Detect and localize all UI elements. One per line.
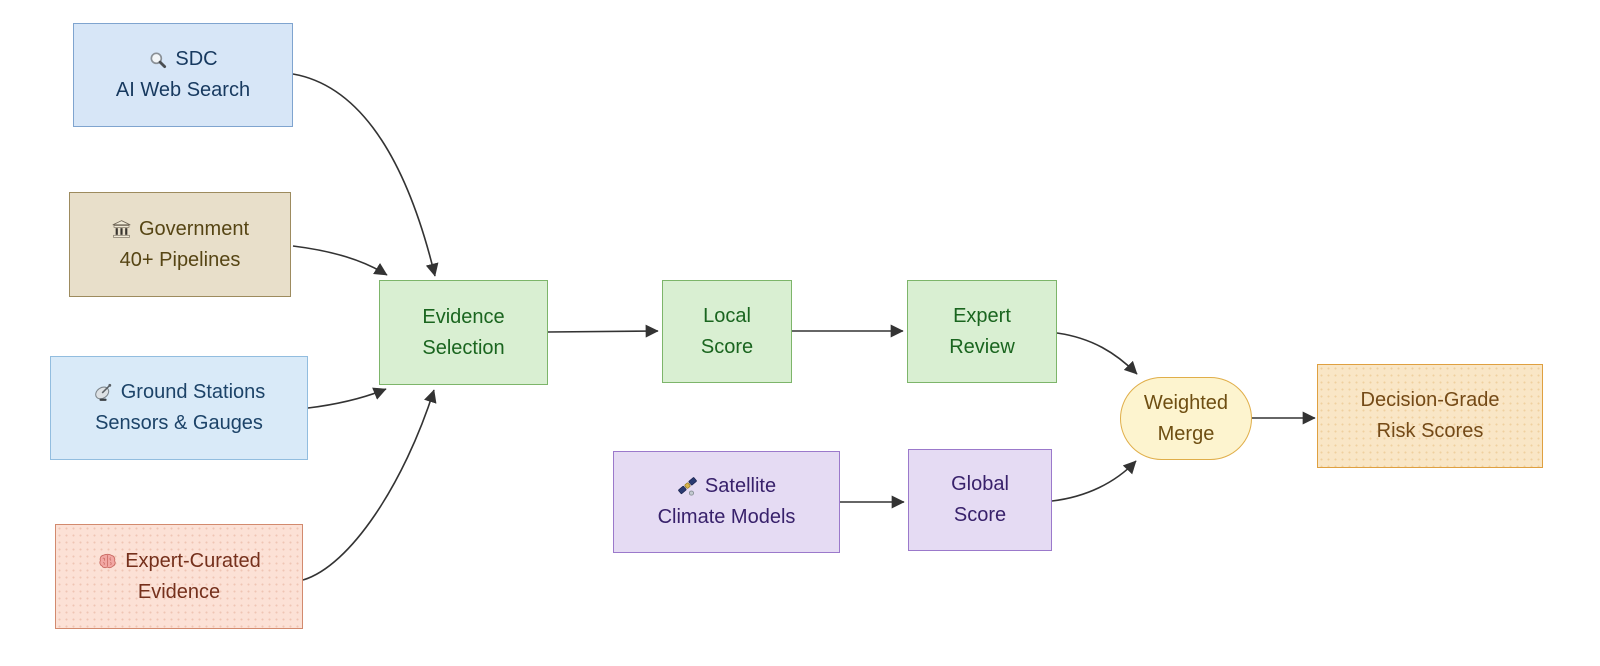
node-expert-curated: Expert-Curated Evidence bbox=[55, 524, 303, 629]
node-label-line2: Score bbox=[700, 335, 754, 358]
node-decision-grade-risk-scores: Decision-Grade Risk Scores bbox=[1317, 364, 1543, 468]
edge-global-score-to-weighted-merge bbox=[1051, 460, 1137, 502]
edge-expert-review-to-weighted-merge bbox=[1056, 332, 1138, 375]
node-label-line2: Climate Models bbox=[657, 506, 796, 528]
node-weighted-merge: Weighted Merge bbox=[1120, 377, 1252, 460]
node-label-line2: Sensors & Gauges bbox=[95, 412, 263, 434]
edge-expert-curated-to-evidence-selection bbox=[302, 389, 437, 581]
node-label-line2: Review bbox=[949, 335, 1015, 358]
node-label-line1: Satellite bbox=[677, 471, 776, 502]
node-label-line1: Government bbox=[111, 214, 249, 245]
edge-sdc-to-evidence-selection bbox=[292, 73, 439, 277]
node-label-line1: Local bbox=[703, 304, 751, 327]
node-label-line2: Merge bbox=[1157, 422, 1215, 445]
node-sdc: SDC AI Web Search bbox=[73, 23, 293, 127]
classical-building-icon bbox=[111, 219, 132, 239]
node-label-text: SDC bbox=[175, 48, 218, 70]
node-label-text: Expert-Curated bbox=[125, 549, 261, 572]
node-label-line1: Evidence bbox=[422, 305, 505, 328]
satellite-dish-icon bbox=[93, 382, 114, 403]
node-ground-stations: Ground Stations Sensors & Gauges bbox=[50, 356, 308, 460]
node-label-line1: Expert-Curated bbox=[97, 546, 261, 577]
edge-ground-stations-to-evidence-selection bbox=[307, 387, 387, 409]
node-label-line1: Decision-Grade bbox=[1360, 389, 1500, 411]
node-label-line1: Expert bbox=[953, 304, 1011, 327]
node-evidence-selection: Evidence Selection bbox=[379, 280, 548, 385]
node-local-score: Local Score bbox=[662, 280, 792, 383]
brain-icon bbox=[97, 552, 118, 571]
node-label-line1: Weighted bbox=[1143, 391, 1229, 414]
node-label-line2: 40+ Pipelines bbox=[119, 248, 241, 271]
satellite-icon bbox=[677, 476, 698, 497]
node-label-line2: Evidence bbox=[137, 580, 221, 603]
edge-government-to-evidence-selection bbox=[292, 245, 388, 276]
node-global-score: Global Score bbox=[908, 449, 1052, 551]
node-label-line1: SDC bbox=[148, 44, 218, 75]
node-label-line2: Selection bbox=[422, 336, 505, 359]
node-label-line1: Ground Stations bbox=[93, 377, 266, 408]
node-label-text: Government bbox=[138, 217, 250, 240]
node-label-line1: Global bbox=[951, 473, 1009, 495]
node-label-text: Ground Stations bbox=[120, 381, 266, 403]
node-government: Government 40+ Pipelines bbox=[69, 192, 291, 297]
node-label-text: Satellite bbox=[704, 475, 777, 497]
node-label-line2: AI Web Search bbox=[115, 79, 251, 101]
magnifier-icon bbox=[148, 50, 168, 70]
node-label-line2: Score bbox=[953, 504, 1007, 526]
node-label-line2: Risk Scores bbox=[1376, 420, 1484, 442]
edge-evidence-selection-to-local-score bbox=[547, 324, 659, 338]
node-expert-review: Expert Review bbox=[907, 280, 1057, 383]
node-satellite-climate-models: Satellite Climate Models bbox=[613, 451, 840, 553]
